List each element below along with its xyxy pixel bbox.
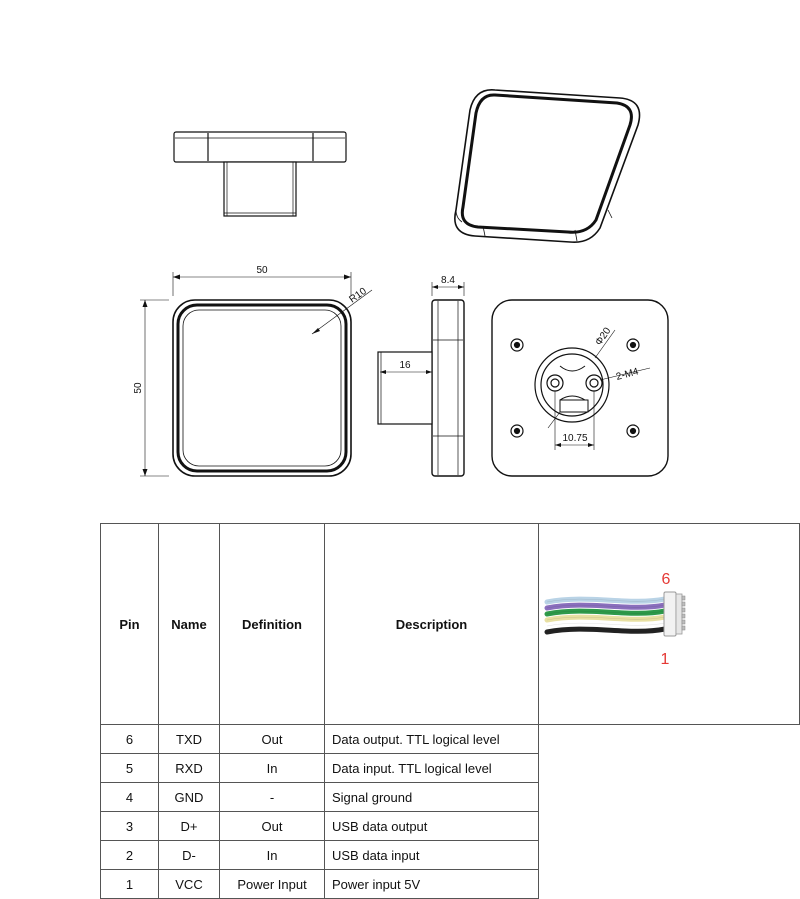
pin-description: USB data output (324, 811, 539, 841)
dim-stem-length-label: 16 (399, 360, 411, 371)
connector-label-bottom: 1 (661, 651, 670, 668)
side-view-top (173, 131, 347, 217)
pin-name: VCC (158, 869, 220, 899)
pin-definition: Power Input (219, 869, 325, 899)
front-view (140, 272, 373, 477)
pin-number: 5 (100, 753, 159, 783)
wire (544, 596, 668, 605)
pin-definition: Out (219, 724, 325, 754)
header-pin: Pin (100, 523, 159, 725)
pin-description: Data input. TTL logical level (324, 753, 539, 783)
header-definition: Definition (219, 523, 325, 725)
wire (544, 602, 668, 611)
wire-outline (546, 598, 666, 603)
connector-label-top: 6 (662, 571, 671, 588)
pin-definition: - (219, 782, 325, 812)
dim-width-label: 50 (256, 265, 268, 276)
pin-name: RXD (158, 753, 220, 783)
pin-table: Pin Name Definition Description 6 1 (100, 523, 800, 899)
dim-hole-spacing-label: 10.75 (562, 433, 587, 444)
wire (544, 608, 668, 617)
back-view (491, 299, 669, 477)
pin-table-header: Pin Name Definition Description 6 1 (100, 523, 800, 725)
pin-definition: In (219, 840, 325, 870)
pin-definition: In (219, 753, 325, 783)
connector-cable-image: 6 1 (544, 571, 686, 668)
pin-number: 3 (100, 811, 159, 841)
dim-height-label: 50 (133, 382, 144, 394)
dim-radius-label: R10 (347, 286, 369, 306)
pin-number: 2 (100, 840, 159, 870)
wire (544, 620, 668, 629)
header-description: Description (324, 523, 539, 725)
wire-outline (546, 628, 666, 633)
pin-name: TXD (158, 724, 220, 754)
wire-outline (546, 610, 666, 615)
pin-name: D- (158, 840, 220, 870)
pin-number: 6 (100, 724, 159, 754)
mounting-holes (510, 338, 640, 438)
wire (544, 626, 668, 635)
pin-number: 1 (100, 869, 159, 899)
cable-wires (544, 596, 668, 635)
pin-name: D+ (158, 811, 220, 841)
connector-plug (663, 591, 686, 637)
pin-number: 4 (100, 782, 159, 812)
pin-description: Power input 5V (324, 869, 539, 899)
wire (544, 614, 668, 623)
header-name: Name (158, 523, 220, 725)
wire-outline (546, 616, 666, 621)
wire-outline (546, 622, 666, 627)
isometric-view (454, 89, 641, 244)
pin-description: Data output. TTL logical level (324, 724, 539, 754)
pin-name: GND (158, 782, 220, 812)
pin-description: USB data input (324, 840, 539, 870)
dim-thickness-label: 8.4 (441, 275, 455, 286)
pin-definition: Out (219, 811, 325, 841)
side-view (377, 282, 465, 477)
pin-description: Signal ground (324, 782, 539, 812)
connector-photo: 6 1 (538, 523, 800, 725)
technical-drawing: 50 50 R10 8.4 16 Φ20 2-M4 10.75 (133, 89, 669, 477)
wire-outline (546, 604, 666, 609)
